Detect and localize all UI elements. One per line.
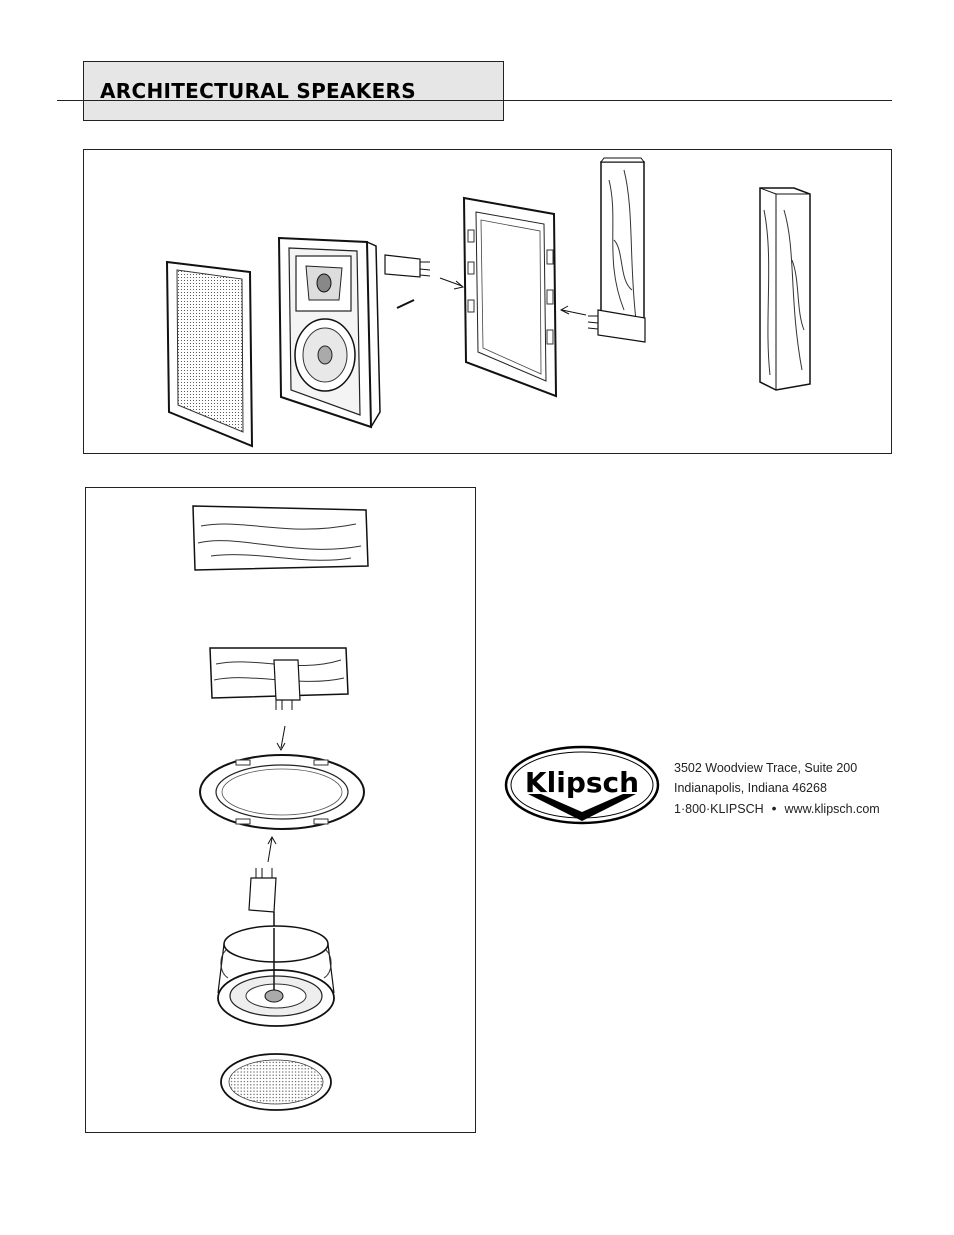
klipsch-chevron [528,794,636,821]
in-ceiling-speaker [217,925,335,1027]
in-wall-speaker-diagram [165,157,811,448]
ceiling-joist-with-tab [209,647,349,752]
mounting-bracket [462,196,558,398]
mounting-tab [384,254,465,290]
in-ceiling-speaker-diagram-panel [85,487,476,1133]
in-wall-speaker-diagram-panel [83,149,892,454]
ceiling-mounting-ring [199,754,365,830]
website-link[interactable]: www.klipsch.com [784,802,880,816]
klipsch-logo: Klipsch [504,745,660,825]
address-line2: Indianapolis, Indiana 46268 [674,781,827,795]
in-ceiling-speaker-diagram [192,505,369,1111]
round-grille [220,1053,332,1111]
company-address: 3502 Woodview Trace, Suite 200 Indianapo… [674,758,880,819]
logo-wordmark: Klipsch [525,766,639,799]
header-box [83,61,504,121]
contact-line: 1·800·KLIPSCH • www.klipsch.com [674,798,880,819]
header-rule [57,100,892,101]
rectangular-grille [165,260,254,448]
page-title: ARCHITECTURAL SPEAKERS [100,79,416,103]
separator-bullet: • [771,800,777,816]
address-line1: 3502 Woodview Trace, Suite 200 [674,761,858,775]
in-wall-speaker [277,236,415,429]
ceiling-joist [192,505,369,571]
phone-number: 1·800·KLIPSCH [674,802,764,816]
wall-stud-with-tab [559,157,646,343]
mounting-tab-lower [248,835,277,928]
wall-stud [759,187,811,391]
